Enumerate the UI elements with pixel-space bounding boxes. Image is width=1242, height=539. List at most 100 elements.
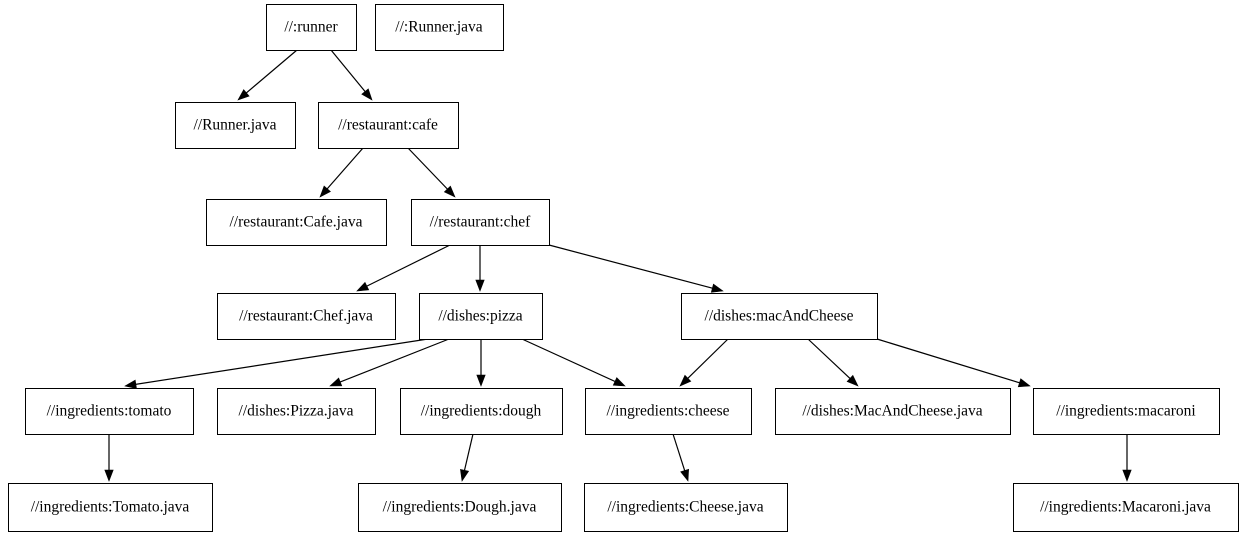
node-label: //ingredients:dough (421, 403, 542, 420)
arrowhead-icon (319, 185, 331, 198)
node-box[interactable] (266, 4, 357, 51)
node-label: //:runner (284, 19, 338, 36)
arrowhead-icon (679, 374, 692, 387)
node-label: //dishes:Pizza.java (239, 403, 354, 420)
graph-node-runner[interactable]: //:runner (266, 4, 357, 51)
node-box[interactable] (681, 293, 878, 340)
node-label: //ingredients:Cheese.java (607, 499, 763, 516)
edge-line (325, 147, 364, 191)
arrowhead-icon (475, 279, 485, 292)
edge-ingredients_tomato-to-ingredients_tomato_java (104, 434, 114, 482)
edge-ingredients_cheese-to-ingredients_cheese_java (672, 433, 689, 482)
node-label: //restaurant:cafe (338, 117, 438, 134)
node-label: //dishes:pizza (438, 308, 522, 325)
node-box[interactable] (419, 293, 543, 340)
graph-node-ingredients_macaroni_java[interactable]: //ingredients:Macaroni.java (1013, 483, 1239, 532)
node-label: //dishes:MacAndCheese.java (802, 403, 982, 420)
edge-line (876, 338, 1022, 384)
node-box[interactable] (358, 483, 562, 532)
edge-line (686, 338, 729, 381)
graph-node-ingredients_tomato[interactable]: //ingredients:tomato (25, 388, 194, 435)
graph-node-restaurant_chef[interactable]: //restaurant:chef (411, 199, 550, 246)
node-label: //ingredients:Dough.java (383, 499, 537, 516)
graph-node-restaurant_chef_java[interactable]: //restaurant:Chef.java (217, 293, 396, 340)
graph-node-ingredients_dough_java[interactable]: //ingredients:Dough.java (358, 483, 562, 532)
edge-ingredients_macaroni-to-ingredients_macaroni_java (1122, 434, 1132, 482)
edge-line (330, 49, 367, 94)
node-label: //dishes:macAndCheese (705, 308, 854, 325)
edge-line (548, 244, 715, 290)
edge-line (364, 244, 451, 288)
node-box[interactable] (375, 4, 504, 51)
graph-node-runner_java_root[interactable]: //:Runner.java (375, 4, 504, 51)
node-label: //restaurant:Chef.java (239, 308, 373, 325)
graph-node-dishes_pizza[interactable]: //dishes:pizza (419, 293, 543, 340)
edge-ingredients_dough-to-ingredients_dough_java (460, 433, 474, 482)
node-box[interactable] (206, 199, 387, 246)
arrowhead-icon (124, 379, 137, 389)
arrowhead-icon (476, 374, 486, 387)
arrowhead-icon (443, 185, 456, 198)
node-box[interactable] (8, 483, 213, 532)
edge-dishes_macandcheese-to-ingredients_macaroni (876, 338, 1031, 388)
node-box[interactable] (217, 388, 376, 435)
arrowhead-icon (460, 468, 470, 482)
node-label: //Runner.java (193, 117, 276, 134)
node-label: //restaurant:chef (430, 214, 532, 231)
node-box[interactable] (25, 388, 194, 435)
arrowhead-icon (356, 281, 370, 292)
edge-dishes_pizza-to-dishes_pizza_java (329, 338, 450, 387)
edge-line (807, 338, 852, 381)
node-box[interactable] (1033, 388, 1220, 435)
edges-layer (104, 49, 1132, 482)
node-box[interactable] (775, 388, 1011, 435)
node-box[interactable] (318, 102, 459, 149)
node-label: //ingredients:Tomato.java (31, 499, 190, 516)
arrowhead-icon (612, 377, 626, 387)
node-box[interactable] (1013, 483, 1239, 532)
arrowhead-icon (104, 469, 114, 482)
graph-node-restaurant_cafe_java[interactable]: //restaurant:Cafe.java (206, 199, 387, 246)
arrowhead-icon (237, 89, 250, 101)
node-box[interactable] (217, 293, 396, 340)
graph-node-dishes_macandcheese[interactable]: //dishes:macAndCheese (681, 293, 878, 340)
edge-runner-to-restaurant_cafe (330, 49, 373, 101)
graph-node-ingredients_tomato_java[interactable]: //ingredients:Tomato.java (8, 483, 213, 532)
node-label: //restaurant:Cafe.java (230, 214, 363, 231)
graph-node-restaurant_cafe[interactable]: //restaurant:cafe (318, 102, 459, 149)
arrowhead-icon (329, 377, 343, 387)
edge-dishes_macandcheese-to-ingredients_cheese (679, 338, 729, 387)
node-box[interactable] (400, 388, 563, 435)
node-box[interactable] (584, 483, 788, 532)
edge-dishes_pizza-to-ingredients_cheese (521, 338, 626, 387)
node-label: //ingredients:macaroni (1056, 403, 1196, 420)
edge-dishes_pizza-to-ingredients_tomato (124, 338, 429, 389)
graph-node-ingredients_cheese_java[interactable]: //ingredients:Cheese.java (584, 483, 788, 532)
graph-node-ingredients_cheese[interactable]: //ingredients:cheese (585, 388, 752, 435)
arrowhead-icon (680, 468, 689, 482)
edge-restaurant_cafe-to-restaurant_chef (407, 147, 456, 198)
graph-node-dishes_macandcheese_java[interactable]: //dishes:MacAndCheese.java (775, 388, 1011, 435)
arrowhead-icon (710, 283, 724, 293)
edge-line (133, 338, 429, 386)
edge-line (407, 147, 450, 191)
edge-line (521, 338, 618, 383)
arrowhead-icon (361, 88, 373, 101)
node-label: //ingredients:Macaroni.java (1040, 499, 1211, 516)
node-box[interactable] (175, 102, 296, 149)
nodes-layer: //:runner //:Runner.java //Runner.java //re… (8, 4, 1239, 532)
arrowhead-icon (846, 374, 859, 387)
node-label: //:Runner.java (395, 19, 483, 36)
graph-node-dishes_pizza_java[interactable]: //dishes:Pizza.java (217, 388, 376, 435)
graph-node-runner_java[interactable]: //Runner.java (175, 102, 296, 149)
arrowhead-icon (1017, 378, 1031, 388)
node-label: //ingredients:cheese (606, 403, 729, 420)
edge-restaurant_cafe-to-restaurant_cafe_java (319, 147, 364, 198)
edge-line (463, 433, 474, 473)
node-box[interactable] (411, 199, 550, 246)
node-box[interactable] (585, 388, 752, 435)
graph-node-ingredients_macaroni[interactable]: //ingredients:macaroni (1033, 388, 1220, 435)
graph-node-ingredients_dough[interactable]: //ingredients:dough (400, 388, 563, 435)
edge-restaurant_chef-to-dishes_macandcheese (548, 244, 724, 293)
